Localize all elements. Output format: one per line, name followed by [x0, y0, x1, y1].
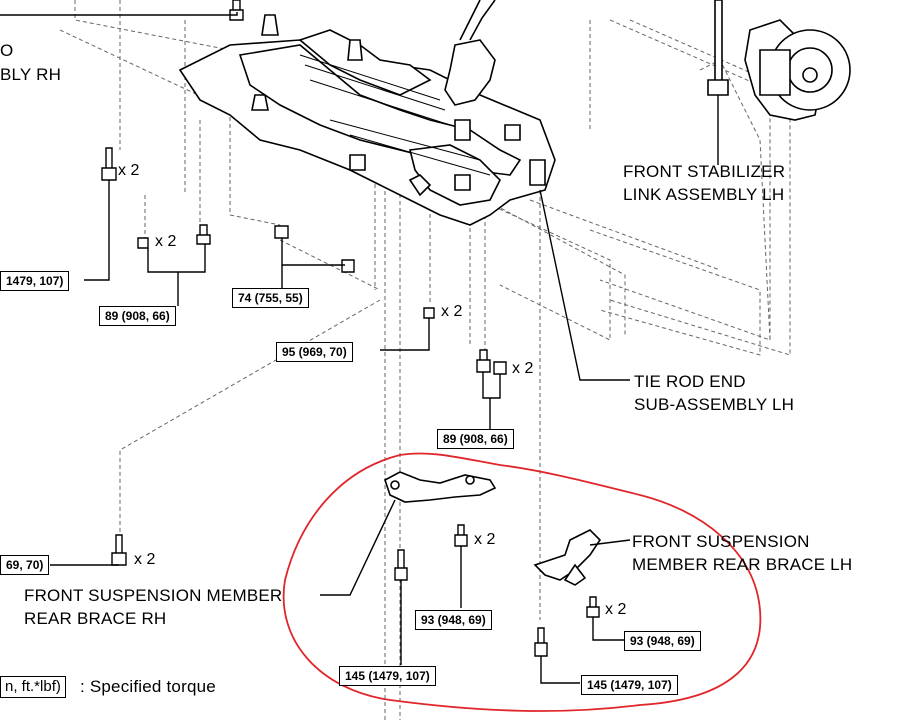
torque-box-89-left: 89 (908, 66) — [99, 306, 176, 326]
label-partial-rh-line2: BLY RH — [0, 65, 62, 84]
quantity-bolt-e: x 2 — [134, 551, 156, 568]
label-front-stabilizer-link-line2: LINK ASSEMBLY LH — [623, 185, 785, 204]
quantity-bolt-g: x 2 — [605, 601, 627, 618]
rear-brace-rh-part — [384, 471, 497, 503]
steering-rack-detail — [299, 54, 491, 176]
quantity-nut-b: x 2 — [155, 233, 177, 250]
torque-box-89-right: 89 (908, 66) — [437, 429, 514, 449]
quantity-nut-d: x 2 — [441, 303, 463, 320]
torque-box-145-bottom-right: 145 (1479, 107) — [581, 675, 678, 695]
quantity-bolt-a: x 2 — [118, 162, 140, 179]
label-rear-brace-lh-line1: FRONT SUSPENSION — [632, 532, 810, 551]
torque-box-145-top-left: 1479, 107) — [0, 271, 70, 291]
quantity-bolt-c: x 2 — [512, 360, 534, 377]
label-tie-rod-end-line2: SUB-ASSEMBLY LH — [634, 395, 795, 414]
steering-boot — [444, 0, 496, 106]
label-tie-rod-end-line1: TIE ROD END — [634, 372, 746, 391]
legend-text: : Specified torque — [80, 677, 216, 696]
torque-box-93-right: 93 (948, 69) — [624, 631, 701, 651]
torque-box-95-mid: 95 (969, 70) — [276, 342, 353, 362]
leader-lines — [0, 12, 719, 684]
torque-box-74: 74 (755, 55) — [232, 288, 309, 308]
label-partial-rh-line1: O — [0, 41, 14, 60]
label-rear-brace-rh-line2: REAR BRACE RH — [24, 609, 167, 628]
rear-brace-lh-part — [533, 529, 602, 586]
torque-box-145-bottom-mid: 145 (1479, 107) — [339, 666, 436, 686]
label-front-stabilizer-link-line1: FRONT STABILIZER — [623, 162, 786, 181]
bolts-and-nuts — [101, 0, 600, 657]
brake-hub-assembly — [707, 0, 851, 121]
legend-torque-box: n, ft.*lbf) — [0, 676, 66, 698]
torque-box-93-mid: 93 (948, 69) — [415, 610, 492, 630]
highlight-circle — [282, 452, 762, 712]
label-rear-brace-lh-line2: MEMBER REAR BRACE LH — [632, 555, 853, 574]
quantity-bolt-f: x 2 — [474, 531, 496, 548]
torque-box-95-left: 69, 70) — [0, 555, 50, 575]
front-suspension-crossmember — [178, 14, 556, 226]
label-rear-brace-rh-line1: FRONT SUSPENSION MEMBER — [24, 586, 283, 605]
